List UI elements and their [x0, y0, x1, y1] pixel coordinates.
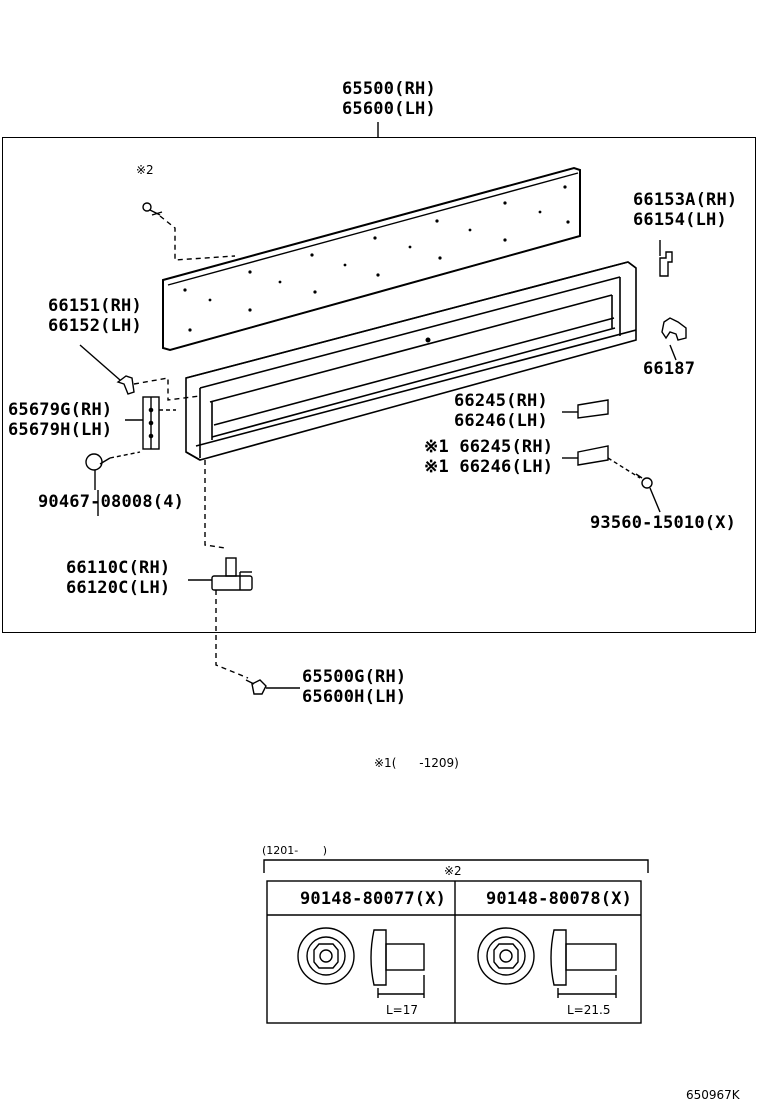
callout-label-lh: 66246(LH) [454, 411, 548, 431]
callout-hinge-lh: 66120C(LH) [66, 578, 171, 598]
callout-bolt-lh: 65600H(LH) [302, 687, 407, 707]
callout-bolt-rh: 65500G(RH) [302, 667, 407, 687]
bolt-head-view-1 [297, 927, 355, 985]
length-label-1: L=17 [386, 1003, 419, 1017]
note-range-1: ※1( -1209) [374, 756, 459, 770]
callout-main-lh: 65600(LH) [342, 99, 436, 119]
note-mark2: ※2 [444, 864, 462, 878]
callout-hook-rh: 66153A(RH) [633, 190, 738, 210]
callout-plate-rh: 65679G(RH) [8, 400, 113, 420]
bolt-side-view-1 [370, 929, 425, 998]
bolt-head-view-2 [477, 927, 535, 985]
tailgate-frame [185, 261, 637, 461]
label-sticker-2 [562, 445, 609, 466]
dashed-hinge-line [204, 460, 226, 549]
cover-board-holes [183, 185, 570, 332]
bracket-part [79, 344, 135, 395]
bolt-part [245, 679, 300, 695]
bottom-table-bracket [263, 859, 649, 873]
dashed-bracket-line [133, 377, 201, 401]
note-range-2: (1201- ) [262, 844, 328, 857]
callout-main-rh: 65500(RH) [342, 79, 436, 99]
callout-label-rh: 66245(RH) [454, 391, 548, 411]
table-part-2: 90148-80078(X) [486, 889, 633, 909]
dashed-bolt-line [215, 590, 249, 679]
main-diagram-frame [2, 137, 756, 633]
bottom-table [266, 880, 642, 1024]
callout-hinge-rh: 66110C(RH) [66, 558, 171, 578]
dashed-screw-line [159, 215, 236, 261]
callout-bracket-rh: 66151(RH) [48, 296, 142, 316]
screw-top [142, 202, 163, 216]
dashed-rivet-line [109, 451, 141, 459]
bolt-side-view-2 [550, 929, 617, 998]
callout-hook-lh: 66154(LH) [633, 210, 727, 230]
callout-clip: 66187 [643, 359, 696, 379]
cover-board [162, 166, 581, 352]
callout-rivet: 90467-08008(4) [38, 492, 185, 512]
hook-part [659, 240, 673, 277]
callout-bracket-lh: 66152(LH) [48, 316, 142, 336]
callout-mark2-top: ※2 [136, 163, 154, 177]
label-sticker-1 [562, 399, 609, 419]
clip-part [661, 317, 687, 361]
diagram-code: 650967K [686, 1088, 740, 1102]
callout-label1-lh: ※1 66246(LH) [424, 457, 554, 477]
screw-part [635, 473, 661, 513]
length-label-2: L=21.5 [567, 1003, 611, 1017]
table-part-1: 90148-80077(X) [300, 889, 447, 909]
dashed-screw2-line [607, 457, 641, 479]
callout-screw: 93560-15010(X) [590, 513, 737, 533]
hinge-part [188, 557, 253, 591]
rivet-part [85, 453, 111, 490]
hinge-plate [125, 396, 160, 450]
callout-plate-lh: 65679H(LH) [8, 420, 113, 440]
callout-label1-rh: ※1 66245(RH) [424, 437, 554, 457]
